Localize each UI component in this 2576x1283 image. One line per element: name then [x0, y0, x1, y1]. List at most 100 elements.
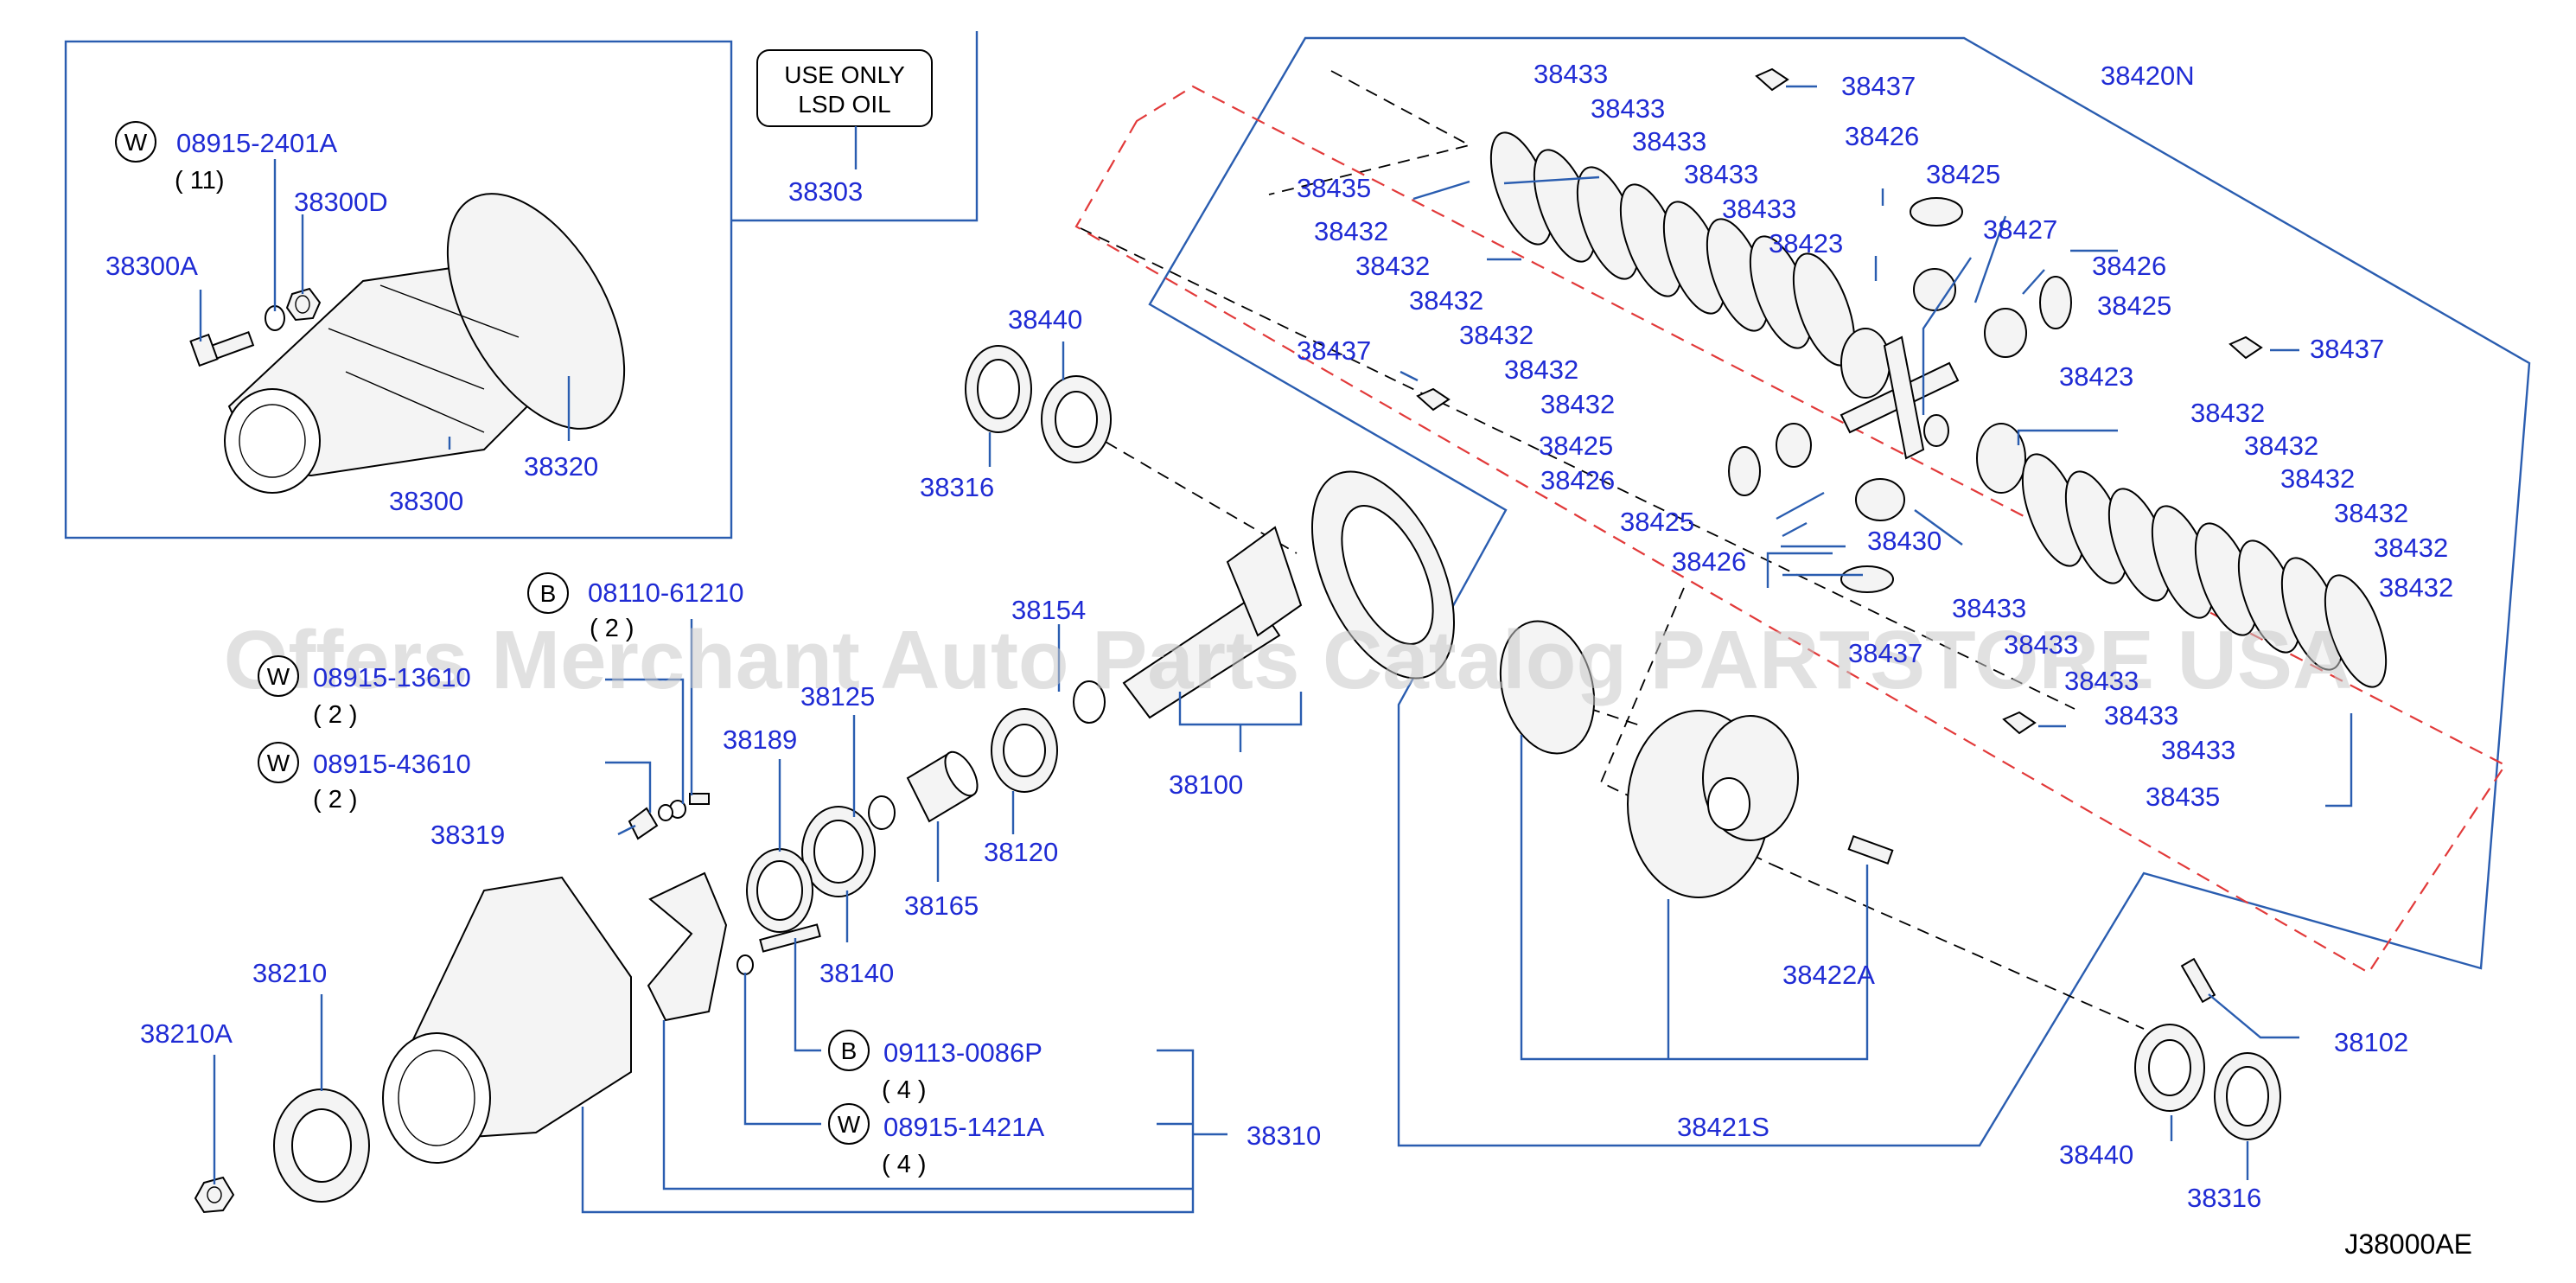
- oil-seal-38154[interactable]: [1073, 680, 1106, 724]
- part-label[interactable]: 38437: [1841, 71, 1916, 101]
- part-label[interactable]: 08915-1421A: [883, 1112, 1044, 1142]
- part-label[interactable]: 38320: [524, 451, 598, 482]
- part-label[interactable]: 38422A: [1782, 960, 1875, 990]
- part-label[interactable]: 38433: [1533, 59, 1608, 89]
- part-label[interactable]: 38303: [788, 176, 863, 207]
- part-label[interactable]: 38432: [1314, 216, 1388, 246]
- collapsible-spacer-38165[interactable]: [906, 747, 984, 823]
- part-label[interactable]: 38426: [1540, 465, 1615, 495]
- part-label[interactable]: 38426: [2092, 251, 2166, 281]
- part-label[interactable]: 38427: [1983, 214, 2057, 245]
- pinion-bearing-38140[interactable]: [801, 806, 876, 897]
- part-label[interactable]: 38433: [1632, 126, 1706, 156]
- part-label[interactable]: 38440: [1008, 304, 1082, 335]
- part-label[interactable]: 38433: [1952, 593, 2026, 623]
- part-label[interactable]: 38432: [2280, 463, 2355, 494]
- diagram-code: J38000AE: [2344, 1229, 2472, 1260]
- part-label[interactable]: 38433: [1722, 194, 1796, 224]
- part-label[interactable]: 38432: [2374, 533, 2448, 563]
- part-label[interactable]: 38125: [800, 681, 875, 712]
- lsd-case-38421s[interactable]: [1627, 710, 1799, 898]
- clutch-pack-upper[interactable]: [1478, 125, 1866, 373]
- part-label[interactable]: 38432: [2379, 572, 2453, 603]
- part-label[interactable]: 38432: [1459, 320, 1533, 350]
- part-label[interactable]: 38437: [2310, 334, 2384, 364]
- part-label[interactable]: 38435: [2146, 782, 2220, 812]
- part-label[interactable]: 38432: [2190, 398, 2265, 428]
- bearing-cap-group[interactable]: [647, 871, 728, 1022]
- part-label[interactable]: 38437: [1297, 335, 1371, 366]
- part-label[interactable]: 38433: [2064, 666, 2139, 696]
- nut-38300d[interactable]: [285, 287, 322, 322]
- part-label[interactable]: 38432: [1504, 354, 1578, 385]
- bearing-race-38189[interactable]: [746, 848, 813, 933]
- part-label[interactable]: 38425: [1620, 507, 1694, 537]
- side-bearing-bottom[interactable]: [2134, 1024, 2205, 1112]
- shim-38125[interactable]: [868, 795, 896, 830]
- clutch-pack-lower[interactable]: [2010, 447, 2398, 695]
- case-half-left[interactable]: [1487, 610, 1609, 764]
- part-label[interactable]: 38432: [2244, 431, 2318, 461]
- clip-38319[interactable]: [628, 807, 659, 840]
- part-label[interactable]: 38319: [430, 820, 505, 850]
- part-label[interactable]: 38316: [2187, 1183, 2261, 1213]
- part-label[interactable]: 38210: [252, 958, 327, 988]
- part-label[interactable]: 38425: [2097, 290, 2171, 321]
- companion-flange-38210[interactable]: [273, 1088, 370, 1203]
- part-label[interactable]: 38310: [1247, 1120, 1321, 1151]
- side-bearing-top[interactable]: [1041, 375, 1112, 463]
- part-label[interactable]: 38425: [1926, 159, 2000, 189]
- side-gear-lower[interactable]: [1976, 423, 2026, 494]
- part-label[interactable]: 38425: [1539, 431, 1613, 461]
- housing-bolt-38300a[interactable]: [189, 330, 255, 367]
- part-label[interactable]: 38430: [1867, 526, 1942, 556]
- part-label[interactable]: 38433: [1591, 93, 1665, 124]
- part-label[interactable]: 38300D: [294, 187, 388, 217]
- rear-cover-housing-38310[interactable]: [382, 876, 632, 1164]
- part-label[interactable]: 38100: [1169, 769, 1243, 800]
- part-label[interactable]: 38433: [2104, 700, 2178, 731]
- part-label[interactable]: 38426: [1672, 546, 1746, 577]
- bolt-38102[interactable]: [2180, 957, 2216, 1004]
- part-label[interactable]: 38189: [723, 724, 797, 755]
- flange-nut-38210a[interactable]: [194, 1176, 235, 1214]
- part-label[interactable]: 38440: [2059, 1139, 2133, 1170]
- differential-carrier-housing[interactable]: [224, 164, 660, 494]
- part-label[interactable]: 38300A: [105, 251, 198, 281]
- cap-bolt-09113[interactable]: [759, 923, 821, 953]
- pinion-shaft-cross[interactable]: [1840, 335, 1960, 460]
- part-label[interactable]: 38423: [2059, 361, 2133, 392]
- part-label[interactable]: 38420N: [2101, 61, 2195, 91]
- drive-gear-pinion-38100[interactable]: [1122, 450, 1483, 719]
- part-label[interactable]: 38165: [904, 890, 979, 921]
- part-label[interactable]: 38154: [1011, 595, 1086, 625]
- part-label[interactable]: 38316: [920, 472, 994, 502]
- part-label[interactable]: 38421S: [1677, 1112, 1769, 1142]
- part-label[interactable]: 08915-43610: [313, 749, 471, 779]
- part-label[interactable]: 38120: [984, 837, 1058, 867]
- side-retainer-bottom[interactable]: [2214, 1052, 2281, 1140]
- part-label[interactable]: 09113-0086P: [883, 1037, 1043, 1068]
- part-label[interactable]: 38423: [1769, 228, 1843, 259]
- case-bolt-38422a[interactable]: [1847, 834, 1894, 865]
- part-label[interactable]: 38432: [1540, 389, 1615, 419]
- part-label[interactable]: 38426: [1845, 121, 1919, 151]
- part-label[interactable]: 38437: [1848, 638, 1922, 668]
- part-label[interactable]: 38432: [1409, 285, 1483, 316]
- pinion-bearing-38120[interactable]: [991, 708, 1058, 793]
- part-label[interactable]: 38432: [1355, 251, 1430, 281]
- part-label[interactable]: 38300: [389, 486, 463, 516]
- part-label[interactable]: 38432: [2334, 498, 2408, 528]
- side-retainer-top[interactable]: [965, 345, 1032, 433]
- part-label[interactable]: 08915-13610: [313, 662, 471, 693]
- part-label[interactable]: 38433: [2161, 735, 2235, 765]
- part-label[interactable]: 38435: [1297, 173, 1371, 203]
- part-label[interactable]: 38102: [2334, 1027, 2408, 1057]
- part-label[interactable]: 38210A: [140, 1018, 233, 1049]
- part-label[interactable]: 38433: [1684, 159, 1758, 189]
- side-gear-upper[interactable]: [1840, 328, 1891, 399]
- part-label[interactable]: 38433: [2004, 629, 2078, 660]
- part-label[interactable]: 08110-61210: [588, 578, 743, 608]
- part-label[interactable]: 08915-2401A: [176, 128, 337, 158]
- part-label[interactable]: 38140: [819, 958, 894, 988]
